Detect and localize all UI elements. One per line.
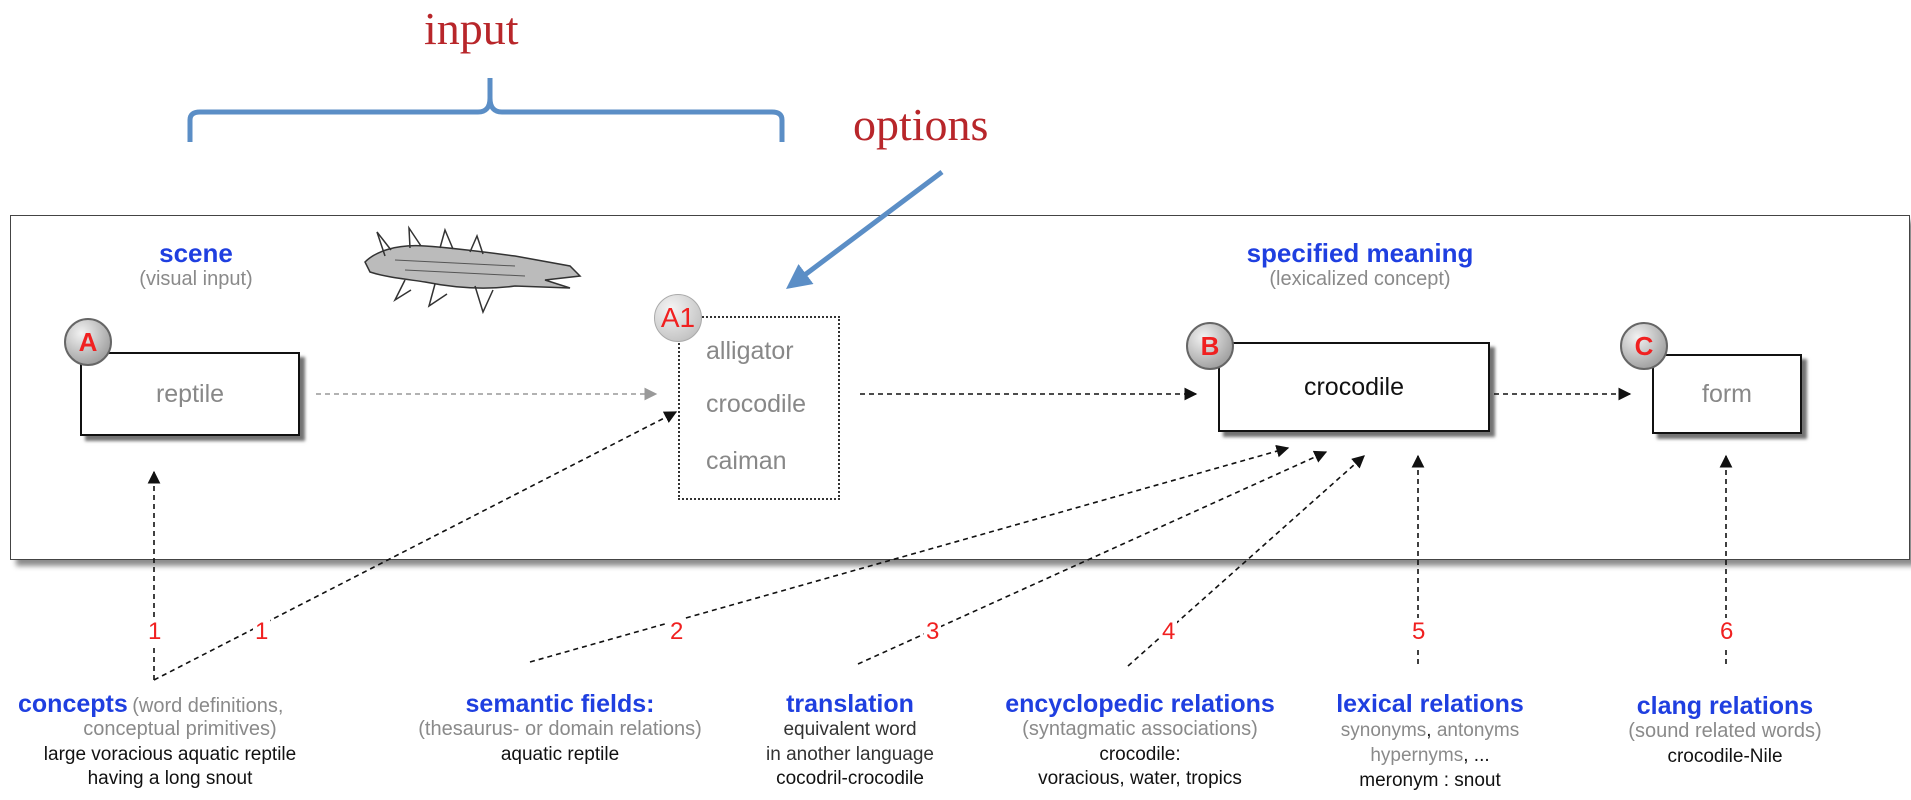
translation-line1: equivalent word [783,719,917,740]
options-label: options [853,99,989,150]
lexical-syn-ant: synonyms, antonyms [1310,720,1550,742]
number-4: 4 [1160,618,1178,646]
encyclopedic-line1: crocodile: [1099,744,1181,765]
encyclopedic-line2: voracious, water, tropics [1038,768,1242,789]
number-3: 3 [924,618,942,646]
concepts-line2: having a long snout [87,768,253,789]
number-1a: 1 [146,618,164,646]
node-b-box: crocodile [1218,342,1490,432]
number-2: 2 [668,618,686,646]
input-brace [187,78,785,142]
scene-subtitle: (visual input) [139,268,253,290]
lexical-title: lexical relations [1336,690,1524,718]
clang-line1: crocodile-Nile [1667,746,1783,767]
option-crocodile: crocodile [706,390,807,418]
option-alligator: alligator [706,337,794,365]
lexical-line: meronym : snout [1359,770,1501,791]
translation-line2: in another language [766,744,934,765]
option-caiman: caiman [706,447,787,475]
concepts-note2: conceptual primitives) [83,718,277,740]
number-5: 5 [1410,618,1428,646]
lexical-dots: , ... [1463,745,1490,766]
lexical-comma: , [1426,720,1437,741]
concepts-title: concepts [18,690,128,718]
number-6: 6 [1718,618,1736,646]
clang-note: (sound related words) [1628,720,1822,742]
node-c-box: form [1652,354,1802,434]
semantic-title: semantic fields: [465,690,655,718]
node-b-badge: B [1186,322,1234,370]
concepts-heading: concepts (word definitions, [18,690,283,719]
node-a1-badge: A1 [654,294,702,342]
semantic-note: (thesaurus- or domain relations) [418,718,702,740]
lexical-hyp: hypernyms, ... [1310,745,1550,767]
concepts-line1: large voracious aquatic reptile [43,744,297,765]
encyclopedic-note: (syntagmatic associations) [1022,718,1258,740]
concepts-note: (word definitions, [132,695,284,717]
semantic-line1: aquatic reptile [500,744,620,765]
node-b-label: crocodile [1303,372,1405,401]
translation-line3: cocodril-crocodile [776,768,924,789]
node-a-box: reptile [80,352,300,436]
lexical-antonyms: antonyms [1436,720,1520,741]
translation-title: translation [786,690,914,718]
node-c-badge: C [1620,322,1668,370]
encyclopedic-title: encyclopedic relations [1005,690,1275,718]
meaning-subtitle: (lexicalized concept) [1269,268,1451,290]
lexical-hypernyms: hypernyms [1370,745,1464,766]
clang-title: clang relations [1636,692,1814,720]
node-c-label: form [1702,379,1752,408]
number-1b: 1 [253,618,271,646]
scene-title: scene [159,238,233,268]
lexical-synonyms: synonyms [1340,720,1427,741]
node-a-label: reptile [155,379,225,408]
input-label: input [424,3,519,54]
node-a-badge: A [64,318,112,366]
meaning-title: specified meaning [1246,238,1474,268]
